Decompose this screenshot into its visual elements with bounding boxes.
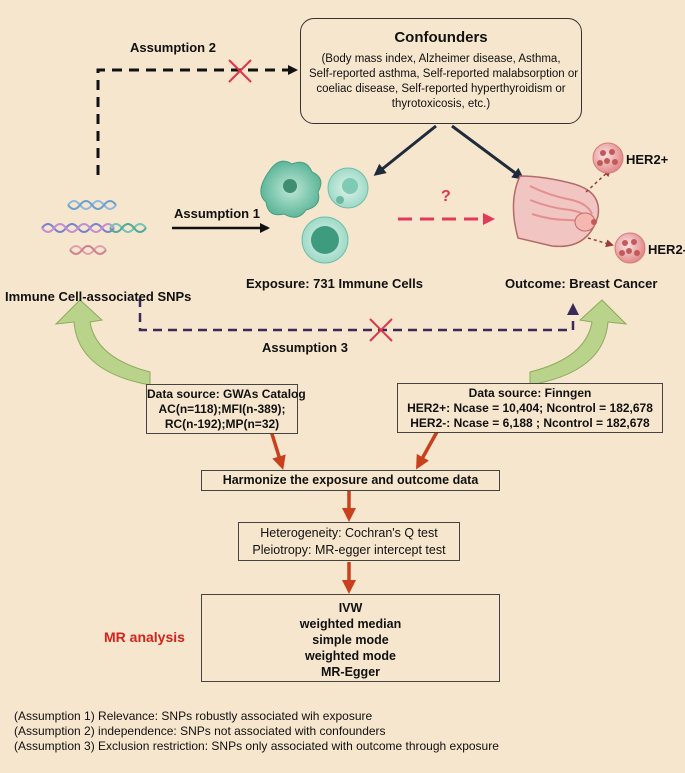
method-simple-mode: simple mode <box>312 633 389 647</box>
mr-methods-box: IVW weighted median simple mode weighted… <box>201 594 500 682</box>
immune-cells-icon <box>260 160 369 264</box>
finngen-to-outcome-curved-arrow <box>529 299 628 386</box>
assumption3-cross-icon <box>369 318 393 342</box>
assumption2-arrow <box>96 65 298 175</box>
gwas-data-source-box: Data source: GWAs Catalog AC(n=118);MFI(… <box>146 384 306 434</box>
her2-neg-cell-icon <box>614 232 646 264</box>
method-weighted-mode: weighted mode <box>305 649 396 663</box>
method-ivw: IVW <box>338 601 363 615</box>
pleiotropy-test: Pleiotropy: MR-egger intercept test <box>252 543 446 557</box>
dna-icon <box>41 200 147 255</box>
note-assumption2: (Assumption 2) independence: SNPs not as… <box>14 724 386 738</box>
exposure-label: Exposure: 731 Immune Cells <box>246 276 424 291</box>
note-assumption3: (Assumption 3) Exclusion restriction: SN… <box>14 739 499 753</box>
her2-pos-label: HER2+ <box>626 152 669 167</box>
assumption1-label: Assumption 1 <box>174 206 260 221</box>
mr-analysis-label: MR analysis <box>104 629 185 645</box>
confounders-to-outcome-arrow <box>451 124 525 180</box>
confounders-title: Confounders <box>394 29 488 46</box>
harmonize-box: Harmonize the exposure and outcome data <box>201 470 500 491</box>
finngen-to-harmonize-arrow <box>416 429 440 470</box>
snps-label: Immune Cell-associated SNPs <box>5 289 192 304</box>
sensitivity-tests-box: Heterogeneity: Cochran's Q test Pleiotro… <box>238 522 460 561</box>
heterogeneity-test: Heterogeneity: Cochran's Q test <box>260 526 438 540</box>
to-her2-neg-arrow <box>587 237 614 248</box>
her2-pos-cell-icon <box>592 142 624 174</box>
method-mr-egger: MR-Egger <box>320 665 381 679</box>
causal-question-mark: ? <box>441 188 451 205</box>
note-assumption1: (Assumption 1) Relevance: SNPs robustly … <box>14 709 373 723</box>
breast-anatomy-icon <box>512 175 600 248</box>
finngen-data-source-box: Data source: Finngen HER2+: Ncase = 10,4… <box>397 383 663 433</box>
her2-neg-label: HER2- <box>648 242 685 257</box>
gwas-to-snps-curved-arrow <box>54 299 151 386</box>
confounders-to-exposure-arrow <box>373 124 437 176</box>
confounders-box: Confounders (Body mass index, Alzheimer … <box>300 18 582 124</box>
assumption2-label: Assumption 2 <box>130 40 216 55</box>
assumption-notes: (Assumption 1) Relevance: SNPs robustly … <box>14 709 499 754</box>
outcome-label: Outcome: Breast Cancer <box>505 276 658 291</box>
assumption3-arrow <box>138 298 579 332</box>
assumption2-cross-icon <box>228 59 252 83</box>
assumption3-label: Assumption 3 <box>262 340 348 355</box>
confounders-list: (Body mass index, Alzheimer disease, Ast… <box>309 53 579 110</box>
method-weighted-median: weighted median <box>299 617 402 631</box>
